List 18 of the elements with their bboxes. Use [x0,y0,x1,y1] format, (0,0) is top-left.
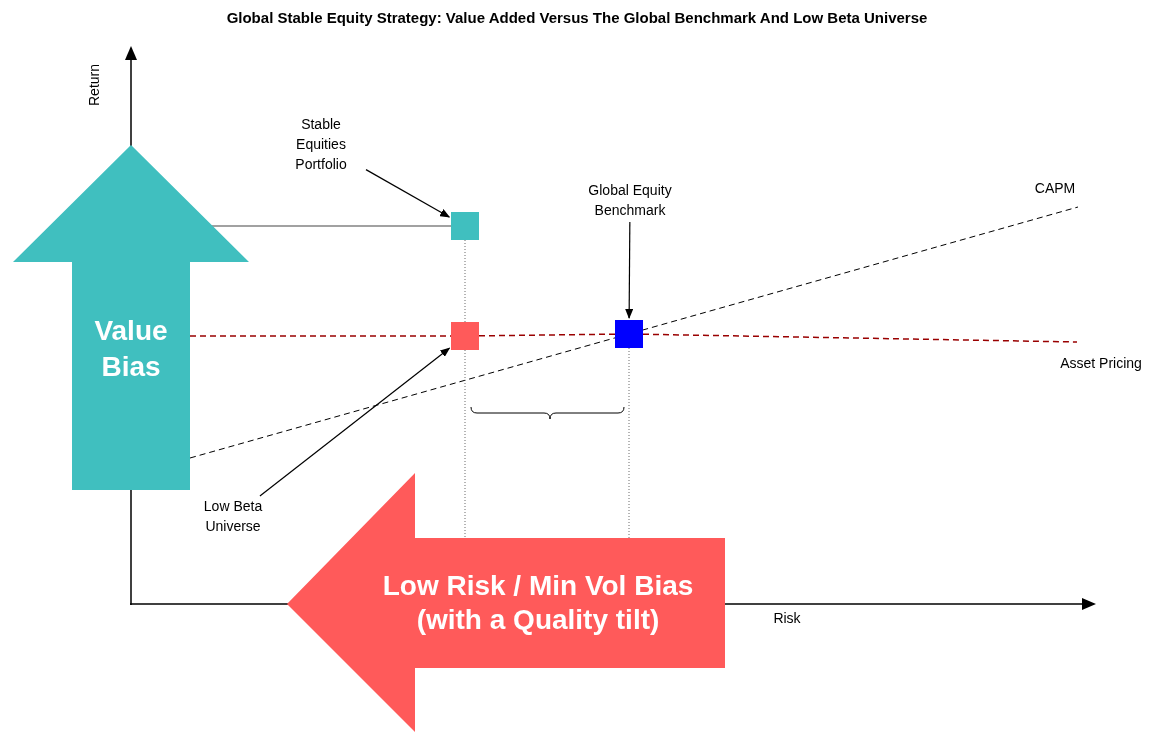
data-point-marker [451,322,479,350]
diagram-title: Global Stable Equity Strategy: Value Added Versus The Global Benchmark And Low Beta Universe [225,8,929,28]
data-point-marker [451,212,479,240]
arrow-label: Value Bias [93,314,169,384]
callout-label: Stable Equities Portfolio [276,114,366,174]
arrow [365,169,451,218]
line-label: CAPM [1033,179,1077,198]
dashed-line [478,333,616,337]
line-label: Asset Pricing [1059,354,1143,373]
arrow [259,347,451,497]
axis-label: Return [85,63,103,108]
data-point-marker [615,320,643,348]
callout-label: Global Equity Benchmark [570,180,690,222]
arrow [625,221,634,319]
arrow-label: Low Risk / Min Vol Bias (with a Quality tilt) [381,569,695,637]
dashed-line [642,333,1078,343]
callout-label: Low Beta Universe [188,496,278,538]
axis-label: Risk [772,609,802,628]
